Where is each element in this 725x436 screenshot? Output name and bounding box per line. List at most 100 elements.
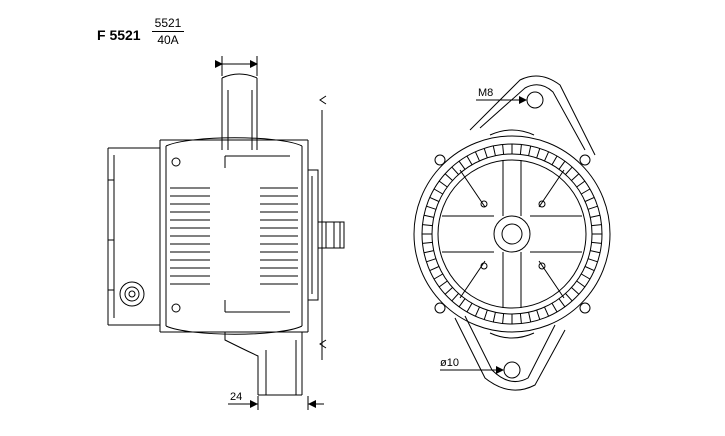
radial-fin bbox=[492, 145, 496, 156]
radial-fin bbox=[544, 151, 550, 162]
housing-bolt-bottom-right bbox=[579, 302, 591, 314]
radial-fin bbox=[458, 298, 466, 308]
radial-fin bbox=[571, 287, 580, 295]
body-bolt-top bbox=[171, 157, 181, 167]
radial-fin bbox=[591, 241, 602, 244]
hole-label: ø10 bbox=[440, 357, 459, 369]
radial-fin bbox=[466, 155, 473, 165]
radial-fin bbox=[590, 214, 601, 218]
radial-fins bbox=[422, 144, 602, 324]
bottom-mount-lug bbox=[224, 332, 303, 396]
radial-fin bbox=[429, 196, 440, 202]
radial-fin bbox=[536, 148, 541, 159]
radial-fin bbox=[571, 173, 580, 181]
inner-bolt-3 bbox=[480, 262, 488, 270]
inner-bolt-4 bbox=[538, 262, 546, 270]
terminal-stud bbox=[119, 281, 145, 307]
radial-fin bbox=[576, 280, 586, 288]
fraction-bar bbox=[152, 31, 184, 32]
radial-fin bbox=[483, 148, 488, 159]
radial-fin bbox=[502, 144, 505, 155]
radial-fin bbox=[519, 144, 522, 155]
radial-fin bbox=[544, 306, 550, 317]
inner-bolt-1 bbox=[480, 200, 488, 208]
top-slot-arc bbox=[489, 129, 535, 136]
hub-outer bbox=[493, 215, 531, 253]
radial-fin bbox=[551, 303, 558, 313]
radial-fin bbox=[433, 273, 443, 280]
radial-fin bbox=[576, 180, 586, 188]
top-mount-lug bbox=[221, 73, 258, 150]
rear-cover bbox=[107, 147, 160, 326]
fraction-top: 5521 bbox=[154, 16, 182, 30]
body-bolt-bottom bbox=[171, 303, 181, 313]
length-dimension-line bbox=[319, 95, 327, 360]
radial-fin bbox=[581, 188, 591, 195]
radial-fin bbox=[483, 309, 488, 320]
stator-body bbox=[159, 137, 309, 335]
radial-fin bbox=[502, 313, 505, 324]
fan-rim bbox=[437, 159, 587, 309]
side-view bbox=[107, 56, 345, 410]
housing-bolt-bottom-left bbox=[434, 302, 446, 314]
inner-bolt-2 bbox=[538, 200, 546, 208]
radial-fin bbox=[587, 258, 598, 263]
fraction-bottom: 40A bbox=[157, 33, 179, 47]
radial-fin bbox=[429, 266, 440, 272]
width-label: 24 bbox=[230, 391, 242, 403]
cooling-fins-right bbox=[260, 187, 298, 285]
radial-fin bbox=[451, 166, 459, 175]
radial-fin bbox=[426, 205, 437, 210]
radial-fin bbox=[423, 250, 434, 254]
radial-fin bbox=[438, 280, 448, 288]
part-number: F 5521 bbox=[97, 27, 141, 43]
fin-ring-outer bbox=[421, 143, 603, 325]
front-flange bbox=[308, 169, 319, 301]
radial-fin bbox=[558, 298, 566, 308]
radial-fin bbox=[528, 145, 532, 156]
front-view bbox=[413, 75, 611, 391]
radial-fin bbox=[551, 155, 558, 165]
radial-fin bbox=[426, 258, 437, 263]
outer-housing bbox=[413, 135, 611, 333]
bottom-width-dimension bbox=[228, 396, 324, 410]
radial-fin bbox=[565, 293, 573, 302]
radial-fin bbox=[422, 241, 433, 244]
radial-fin bbox=[528, 312, 532, 323]
radial-fin bbox=[466, 303, 473, 313]
radial-fin bbox=[458, 160, 466, 170]
cooling-fins-left bbox=[170, 187, 210, 285]
radial-fin bbox=[422, 224, 433, 227]
radial-fin bbox=[438, 180, 448, 188]
radial-fin bbox=[444, 287, 453, 295]
shaft bbox=[318, 221, 345, 249]
m8-bolt-hole bbox=[526, 91, 544, 109]
radial-fin bbox=[558, 160, 566, 170]
housing-bolt-top-right bbox=[579, 154, 591, 166]
radial-fin bbox=[519, 313, 522, 324]
radial-fin bbox=[581, 273, 591, 280]
radial-fin bbox=[444, 173, 453, 181]
radial-fin bbox=[536, 309, 541, 320]
hole-10mm bbox=[503, 361, 521, 379]
fraction: 5521 40A bbox=[152, 16, 184, 47]
radial-fin bbox=[474, 151, 480, 162]
bolt-label: M8 bbox=[478, 87, 493, 99]
top-width-dimension bbox=[215, 56, 258, 76]
radial-fin bbox=[565, 166, 573, 175]
fin-ring-inner bbox=[431, 153, 593, 315]
top-mount-ear bbox=[469, 75, 596, 156]
radial-fin bbox=[492, 312, 496, 323]
radial-fin bbox=[587, 205, 598, 210]
radial-fin bbox=[584, 266, 595, 272]
radial-fin bbox=[591, 224, 602, 227]
housing-bolt-top-left bbox=[434, 154, 446, 166]
radial-fin bbox=[584, 196, 595, 202]
bottom-mount-ear bbox=[454, 315, 566, 391]
radial-fin bbox=[474, 306, 480, 317]
bottom-slot-arc bbox=[489, 332, 535, 339]
radial-fin bbox=[590, 250, 601, 254]
hub-inner bbox=[501, 223, 523, 245]
radial-fin bbox=[451, 293, 459, 302]
